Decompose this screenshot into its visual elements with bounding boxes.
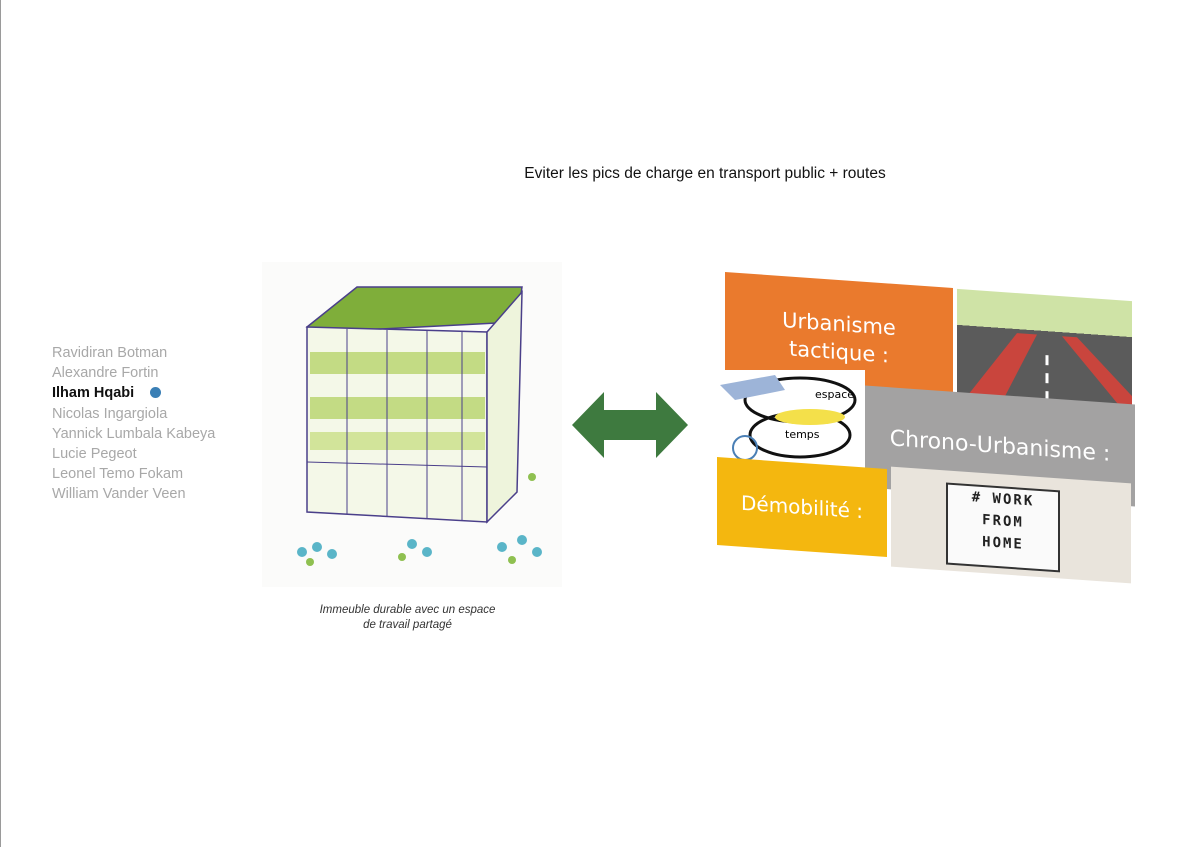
slide-title: Eviter les pics de charge en transport p… xyxy=(524,165,886,182)
author-name: Nicolas Ingargiola xyxy=(52,405,168,422)
temps-label: temps xyxy=(785,428,820,441)
active-dot-icon xyxy=(150,387,162,399)
author-name: Leonel Temo Fokam xyxy=(52,466,184,483)
building-sketch-image xyxy=(262,262,562,587)
author-name: William Vander Veen xyxy=(52,486,186,503)
caption-line: Immeuble durable avec un espace xyxy=(319,604,496,616)
espace-label: espace xyxy=(815,388,854,401)
author-name: Lucie Pegeot xyxy=(52,446,137,463)
double-arrow-icon xyxy=(572,392,688,458)
author-name-active: Ilham Hqabi xyxy=(52,383,215,403)
slide-left-border xyxy=(0,0,1,847)
espace-temps-diagram: espace temps xyxy=(715,370,865,465)
caption-line: de travail partagé xyxy=(363,619,452,631)
author-name-label: Ilham Hqabi xyxy=(52,385,135,402)
author-name: Ravidiran Botman xyxy=(52,345,168,361)
bike-lane-photo xyxy=(957,288,1132,422)
image-caption: Immeuble durable avec un espace de trava… xyxy=(300,603,515,633)
work-from-home-sign: # WORK FROM HOME xyxy=(946,482,1060,573)
author-list: Ravidiran Botman Alexandre Fortin Ilham … xyxy=(52,343,215,505)
author-name: Alexandre Fortin xyxy=(52,365,159,382)
demobilite-box: Démobilité : xyxy=(717,457,887,557)
work-from-home-photo: # WORK FROM HOME xyxy=(891,466,1131,584)
author-name: Yannick Lumbala Kabeya xyxy=(52,425,216,442)
